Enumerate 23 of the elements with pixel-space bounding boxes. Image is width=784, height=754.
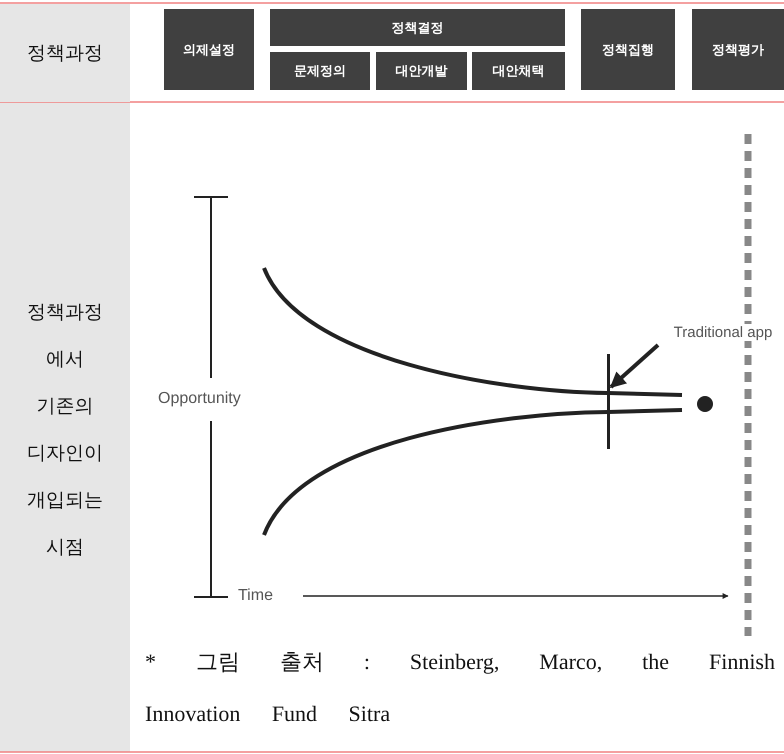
process-box xyxy=(581,9,675,90)
box-label: 정책과정 에서 기존의 디자인이 개입되는 시점 xyxy=(26,301,104,560)
source-note: * 그림 출처 : Steinberg, Marco, the Finnish Innovation Fund Sitra xyxy=(145,648,775,728)
box-label: 의제설정 xyxy=(183,42,235,58)
process-box xyxy=(692,9,784,90)
box-label: 문제정의 xyxy=(294,63,346,80)
annotation-text: Traditional app xyxy=(674,324,772,340)
process-box xyxy=(376,52,467,90)
row-header xyxy=(0,4,130,102)
box-label: 대안개발 xyxy=(396,63,448,80)
tick-mark xyxy=(607,354,610,449)
box-label: 대안채택 xyxy=(492,63,544,80)
process-box xyxy=(164,9,254,90)
arrow xyxy=(610,344,660,388)
axis-label: Opportunity xyxy=(158,390,241,408)
box-label: 정책집행 xyxy=(602,42,654,58)
box-label: 정책결정 xyxy=(392,20,444,36)
process-box xyxy=(472,52,565,90)
process-box xyxy=(270,9,565,46)
box-label: 정책과정 xyxy=(27,42,103,66)
process-box xyxy=(270,52,370,90)
axis-label: Time xyxy=(238,587,273,605)
box-label: 정책평가 xyxy=(712,42,764,58)
